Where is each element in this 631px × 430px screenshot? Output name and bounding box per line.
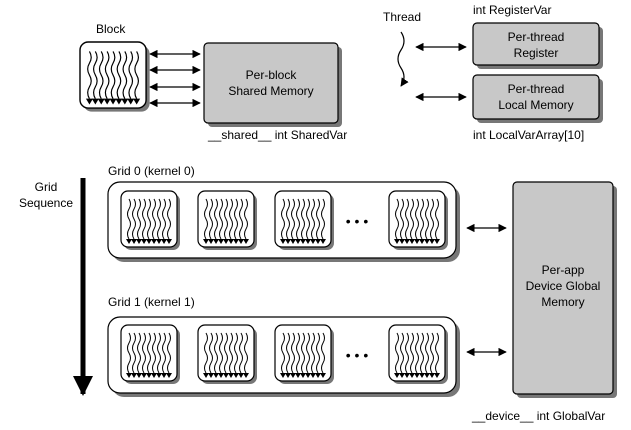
grid-0-block-3 <box>274 190 335 251</box>
global-memory-line1: Per-app <box>542 263 585 277</box>
global-memory-line2: Device Global <box>526 279 601 293</box>
grid-0-block-2 <box>197 190 258 251</box>
grid-0-block-4 <box>388 190 449 251</box>
register-line1: Per-thread <box>508 30 565 44</box>
grid-sequence-line1: Grid <box>35 180 58 194</box>
global-memory-line3: Memory <box>541 295 584 309</box>
register-line2: Register <box>514 46 559 60</box>
global-memory-caption: __device__ int GlobalVar <box>471 409 605 423</box>
thread-label: Thread <box>383 10 421 24</box>
shared-memory-line1: Per-block <box>246 68 298 82</box>
register-caption: int RegisterVar <box>473 3 551 17</box>
thread-squiggle <box>397 31 409 87</box>
local-memory-caption: int LocalVarArray[10] <box>473 128 584 142</box>
grid-1-block-2 <box>197 324 258 385</box>
local-memory-line2: Local Memory <box>498 98 573 112</box>
grid-1-label: Grid 1 (kernel 1) <box>108 295 195 309</box>
shared-memory-box <box>203 42 339 124</box>
local-memory-box <box>472 74 600 120</box>
register-box <box>472 22 600 66</box>
grid-1-block-1 <box>120 324 181 385</box>
grid-1-block-3 <box>274 324 335 385</box>
grid-sequence-line2: Sequence <box>19 196 73 210</box>
block-label: Block <box>96 22 126 36</box>
block-shared-arrows <box>149 49 201 108</box>
grid-1-ellipsis: • • • <box>346 347 369 363</box>
block-icon <box>79 41 151 113</box>
grid-0-label: Grid 0 (kernel 0) <box>108 164 195 178</box>
local-memory-line1: Per-thread <box>508 82 565 96</box>
grid-1-block-4 <box>388 324 449 385</box>
shared-memory-line2: Shared Memory <box>228 84 313 98</box>
shared-memory-caption: __shared__ int SharedVar <box>207 128 347 142</box>
global-memory-box <box>512 181 614 395</box>
grid-0-ellipsis: • • • <box>346 213 369 229</box>
grid-0-block-1 <box>120 190 181 251</box>
